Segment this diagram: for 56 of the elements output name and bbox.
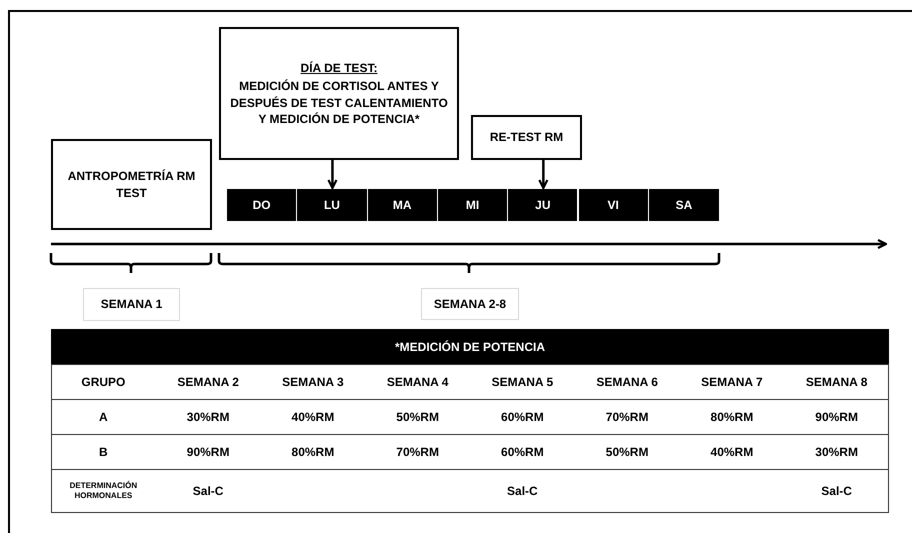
- day-cell: [227, 189, 298, 221]
- table-cell-text: 30%RM: [186, 408, 230, 426]
- table-header: *MEDICIÓN DE POTENCIA: [51, 329, 889, 364]
- box-text: SEMANA 2-8: [434, 296, 506, 312]
- table-cell-text: SEMANA 3: [281, 374, 345, 390]
- day-cell: [438, 189, 508, 221]
- table-cell-text: SEMANA 7: [700, 374, 764, 390]
- box-text: SA: [676, 196, 692, 214]
- box-text: DO: [252, 196, 271, 214]
- table-cell-text: Sal-C: [820, 483, 853, 500]
- event-box: [219, 27, 459, 160]
- box-text: MA: [392, 196, 412, 214]
- table-cell-text: SEMANA 8: [804, 374, 868, 390]
- box-text: MEDICIÓN DE CORTISOL ANTES Y DESPUÉS DE TEST CALENTAMIENTO Y MEDICIÓN DE POTENCIA*: [229, 78, 449, 127]
- box-text: JU: [535, 196, 550, 214]
- box-heading: DÍA DE TEST:: [300, 60, 378, 76]
- table-cell-text: 50%RM: [604, 444, 650, 460]
- table-cell-text: 80%RM: [290, 444, 336, 460]
- table-cell-text: 90%RM: [186, 444, 230, 460]
- table-cell-text: 70%RM: [395, 444, 440, 460]
- table-cell-text: 40%RM: [290, 408, 336, 426]
- table-cell-text: Sal-C: [506, 483, 539, 500]
- table-cell-text: 80%RM: [710, 408, 754, 426]
- week-label-box: [421, 288, 519, 320]
- table-cell-text: A: [98, 408, 109, 426]
- box-text: VI: [607, 196, 619, 214]
- box-text: LU: [324, 196, 340, 214]
- day-cell: [578, 189, 649, 221]
- arrow: [327, 160, 338, 190]
- table-cell-text: Sal-C: [192, 483, 224, 500]
- table-cell-text: 90%RM: [814, 408, 859, 426]
- table-cell-text: 40%RM: [710, 444, 754, 460]
- table-cell-text: 70%RM: [604, 408, 650, 426]
- event-box: [51, 139, 212, 230]
- table-cell-text: SEMANA 4: [386, 374, 450, 390]
- box-text: MI: [466, 196, 480, 214]
- table-cell-text: 50%RM: [395, 408, 440, 426]
- table-cell-text: B: [98, 444, 109, 460]
- table-cell-text: SEMANA 6: [595, 374, 659, 390]
- table-cell-text: 60%RM: [500, 408, 545, 426]
- event-box: [471, 115, 582, 160]
- day-cell: [648, 189, 720, 221]
- table-cell-text: SEMANA 5: [490, 374, 554, 390]
- arrow: [538, 160, 548, 190]
- table-cell-text: 30%RM: [814, 444, 859, 460]
- box-text: ANTROPOMETRÍA RM TEST: [66, 168, 196, 201]
- table-cell-text: DETERMINACIÓN HORMONALES: [68, 480, 138, 502]
- table-cell-text: 60%RM: [500, 444, 545, 460]
- day-cell: [508, 189, 578, 221]
- day-cell: [297, 189, 368, 221]
- day-cell: [368, 189, 438, 221]
- week-label-box: [83, 288, 180, 321]
- box-text: RE-TEST RM: [490, 129, 564, 146]
- table-cell-text: GRUPO: [80, 374, 126, 390]
- box-text: SEMANA 1: [100, 296, 162, 313]
- table-cell-text: SEMANA 2: [176, 374, 240, 390]
